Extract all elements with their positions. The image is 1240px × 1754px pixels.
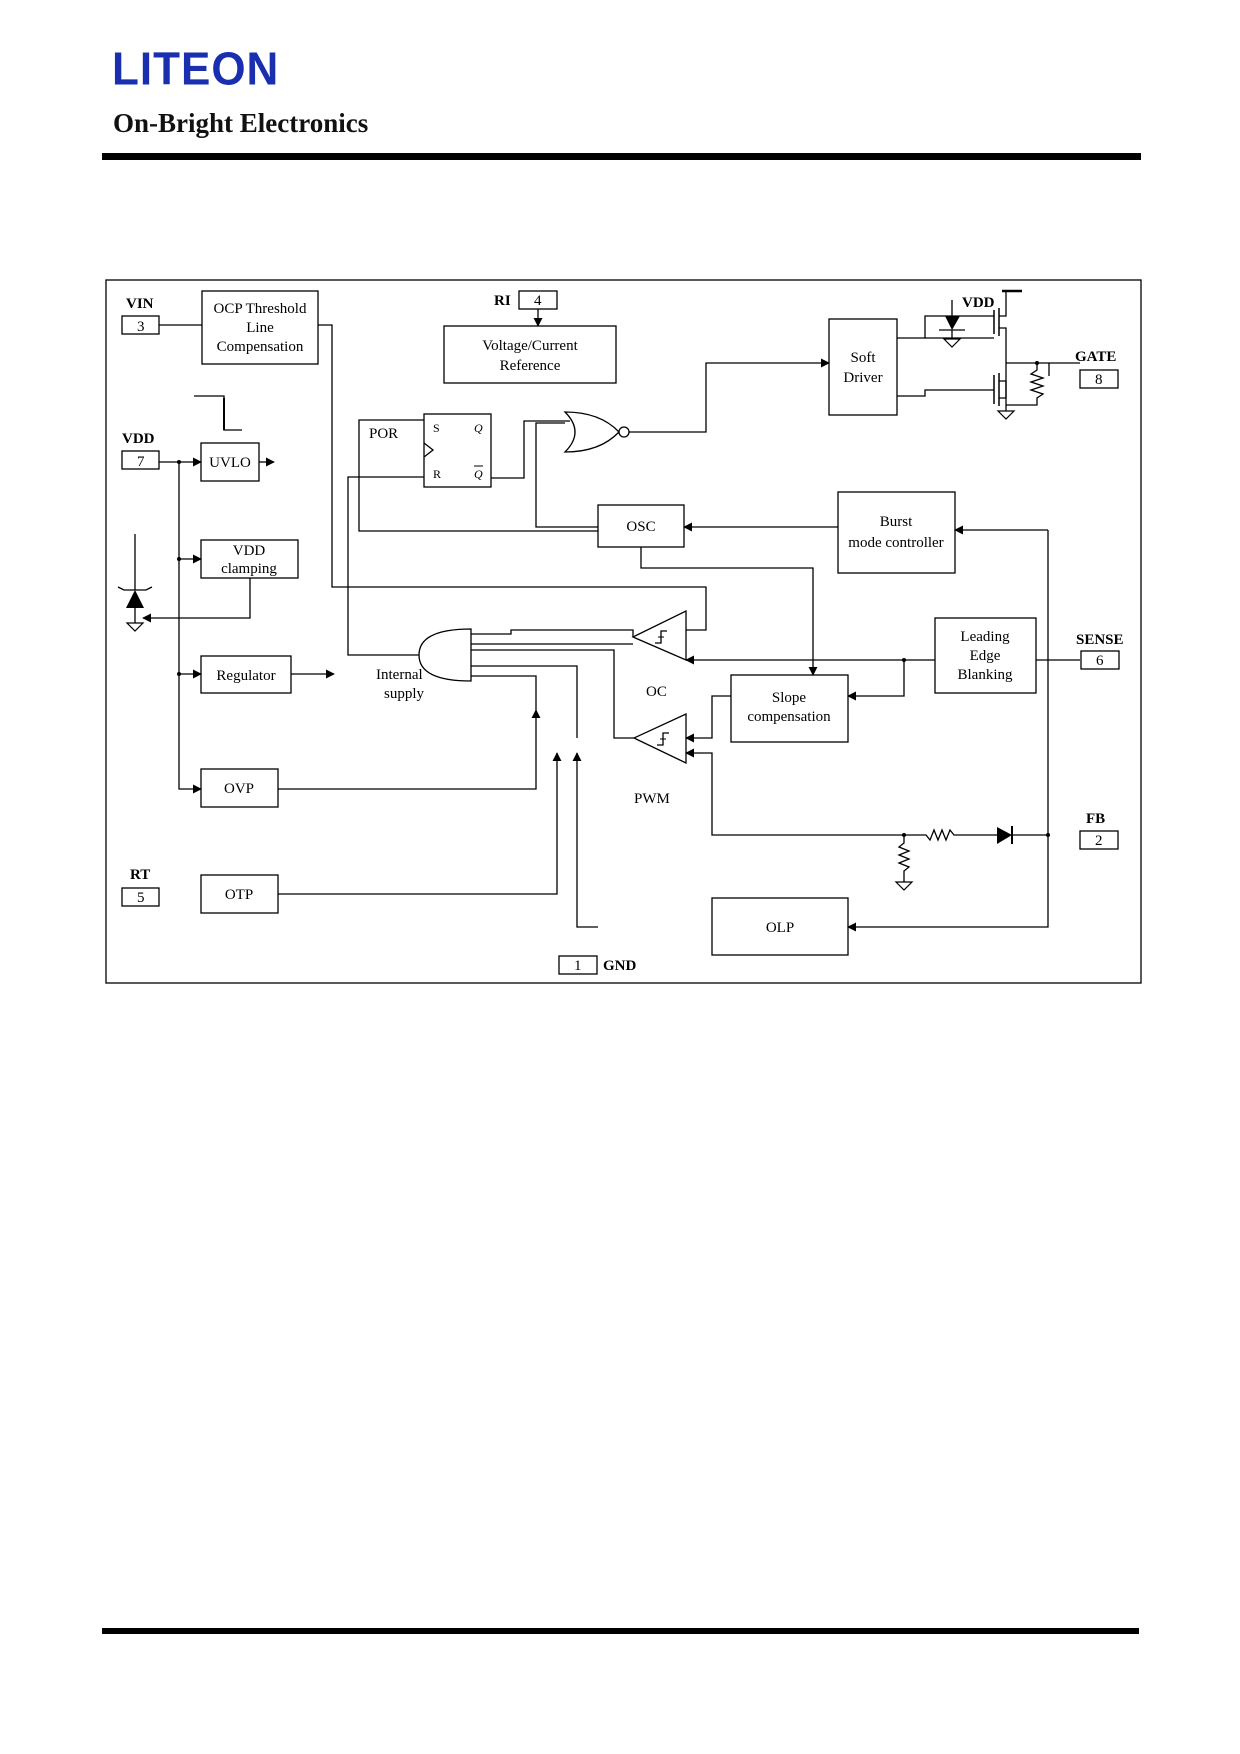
vref-line2: Reference [500, 358, 561, 374]
soft-driver-block: Soft Driver [828, 318, 898, 416]
oc-comparator: OC [631, 609, 687, 700]
ovp-block: OVP [200, 768, 279, 808]
pin-rt-number: 5 [137, 890, 145, 906]
pin-fb: FB 2 [1079, 811, 1119, 850]
sr-flip-flop: S Q R Q [423, 413, 492, 488]
pin-ri: RI 4 [494, 290, 558, 310]
ground-icon [996, 410, 1016, 420]
footer-rule [102, 1628, 1139, 1634]
vdd-clamping-block: VDD clamping [200, 539, 299, 579]
leading-edge-blanking-block: Leading Edge Blanking [934, 617, 1037, 694]
pwm-label: PWM [634, 791, 670, 807]
signal-wires [142, 309, 1080, 932]
pin-sense-number: 6 [1096, 653, 1104, 669]
and-gate [418, 628, 472, 682]
vddclamp-line1: VDD [233, 543, 266, 559]
ocp-line1: OCP Threshold [214, 301, 307, 317]
pin-ri-label: RI [494, 293, 511, 309]
pin-vdd-label: VDD [122, 431, 155, 447]
header-rule [102, 153, 1141, 160]
vdd-top-label: VDD [962, 295, 995, 311]
pin-fb-number: 2 [1095, 833, 1103, 849]
vddclamp-line2: clamping [221, 561, 277, 577]
pin-sense: SENSE 6 [1076, 632, 1124, 670]
pin-fb-label: FB [1086, 811, 1105, 827]
soft-line2: Driver [843, 370, 882, 386]
pin-gnd: 1 GND [558, 955, 637, 975]
pin-vdd-number: 7 [137, 454, 145, 470]
pin-vin-number: 3 [137, 319, 145, 335]
osc-label: OSC [626, 519, 655, 535]
burst-mode-controller-block: Burst mode controller [837, 491, 956, 574]
pin-rt-label: RT [130, 867, 150, 883]
slope-line2: compensation [747, 709, 831, 725]
otp-block: OTP [200, 874, 279, 914]
pin-ri-number: 4 [534, 293, 542, 309]
pin-gate-label: GATE [1075, 349, 1116, 365]
leb-line3: Blanking [958, 667, 1013, 683]
ground-icon [894, 881, 914, 891]
leb-line1: Leading [960, 629, 1010, 645]
nor-gate [563, 411, 620, 453]
ff-q-label: Q [474, 421, 483, 435]
pin-vdd-box [121, 450, 160, 470]
pin-gate-number: 8 [1095, 372, 1103, 388]
otp-label: OTP [225, 887, 253, 903]
uvlo-block: UVLO [200, 442, 260, 482]
burst-line1: Burst [880, 514, 913, 530]
leb-line2: Edge [970, 648, 1001, 664]
pin-fb-box [1079, 830, 1119, 850]
zener-clamp-diode [117, 534, 153, 632]
pin-vin-label: VIN [126, 296, 154, 312]
ground-icon [942, 338, 962, 348]
pin-vdd: VDD 7 [121, 431, 160, 470]
por-label: POR [369, 426, 398, 442]
gate-driver-output-stage: VDD [897, 289, 1080, 420]
internal-supply-line1: Internal [376, 667, 423, 683]
pin-gnd-label: GND [603, 958, 637, 974]
vref-line1: Voltage/Current [482, 338, 578, 354]
ocp-line2: Line [246, 320, 274, 336]
pin-gnd-number: 1 [574, 958, 582, 974]
slope-line1: Slope [772, 690, 807, 706]
ocp-threshold-block: OCP Threshold Line Compensation [201, 290, 319, 365]
soft-line1: Soft [850, 350, 876, 366]
uvlo-threshold-symbol [194, 395, 242, 431]
pwm-comparator: PWM [632, 712, 687, 807]
pin-gnd-box [558, 955, 598, 975]
pin-vin: VIN 3 [121, 296, 160, 335]
voltage-current-reference-block: Voltage/Current Reference [443, 325, 617, 384]
osc-block: OSC [597, 504, 685, 548]
pin-rt: RT 5 [121, 867, 160, 907]
internal-supply-line2: supply [384, 686, 425, 702]
fb-network [894, 826, 1050, 891]
ocp-line3: Compensation [217, 339, 304, 355]
ff-qbar-label: Q [474, 467, 483, 481]
block-diagram: VIN 3 RI 4 VDD 7 GATE 8 SENSE 6 FB 2 RT … [105, 279, 1142, 984]
slope-compensation-block: Slope compensation [730, 674, 849, 743]
pin-gate-box [1079, 369, 1119, 389]
company-name: On-Bright Electronics [113, 108, 369, 138]
burst-line2: mode controller [848, 535, 943, 551]
uvlo-label: UVLO [209, 455, 251, 471]
olp-label: OLP [766, 920, 794, 936]
ff-r-label: R [433, 467, 441, 481]
regulator-label: Regulator [216, 668, 275, 684]
pin-gate: GATE 8 [1075, 349, 1119, 389]
regulator-block: Regulator [200, 655, 292, 694]
ovp-label: OVP [224, 781, 254, 797]
diagram-frame [105, 279, 1142, 984]
pin-sense-box [1080, 650, 1120, 670]
pin-sense-label: SENSE [1076, 632, 1124, 648]
company-logo: LITEON [112, 43, 280, 96]
olp-block: OLP [711, 897, 849, 956]
ff-s-label: S [433, 421, 440, 435]
oc-label: OC [646, 684, 667, 700]
nor-gate-bubble [618, 426, 630, 438]
pin-rt-box [121, 887, 160, 907]
ground-icon [125, 622, 145, 632]
